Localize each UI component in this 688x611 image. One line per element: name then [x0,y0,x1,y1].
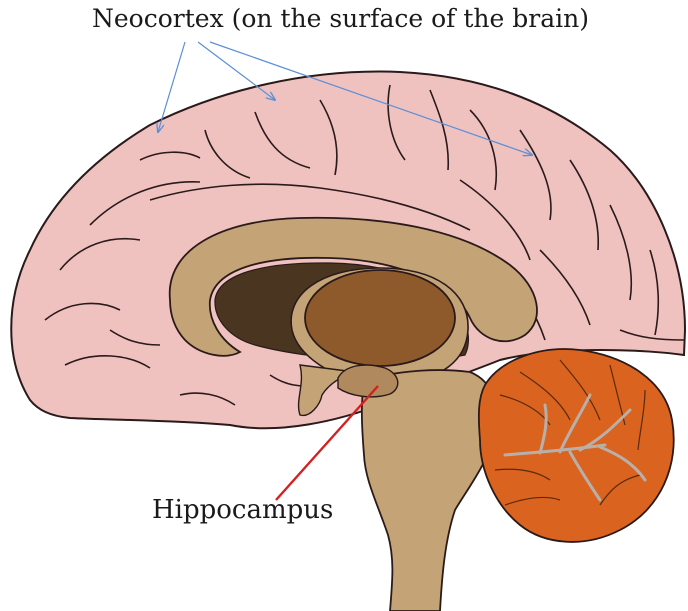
hippocampus-label: Hippocampus [152,495,333,525]
hippocampus-shape [338,365,398,397]
neocortex-label: Neocortex (on the surface of the brain) [92,4,589,33]
thalamus [305,270,455,366]
cerebellum [479,349,674,542]
brainstem [362,370,496,611]
